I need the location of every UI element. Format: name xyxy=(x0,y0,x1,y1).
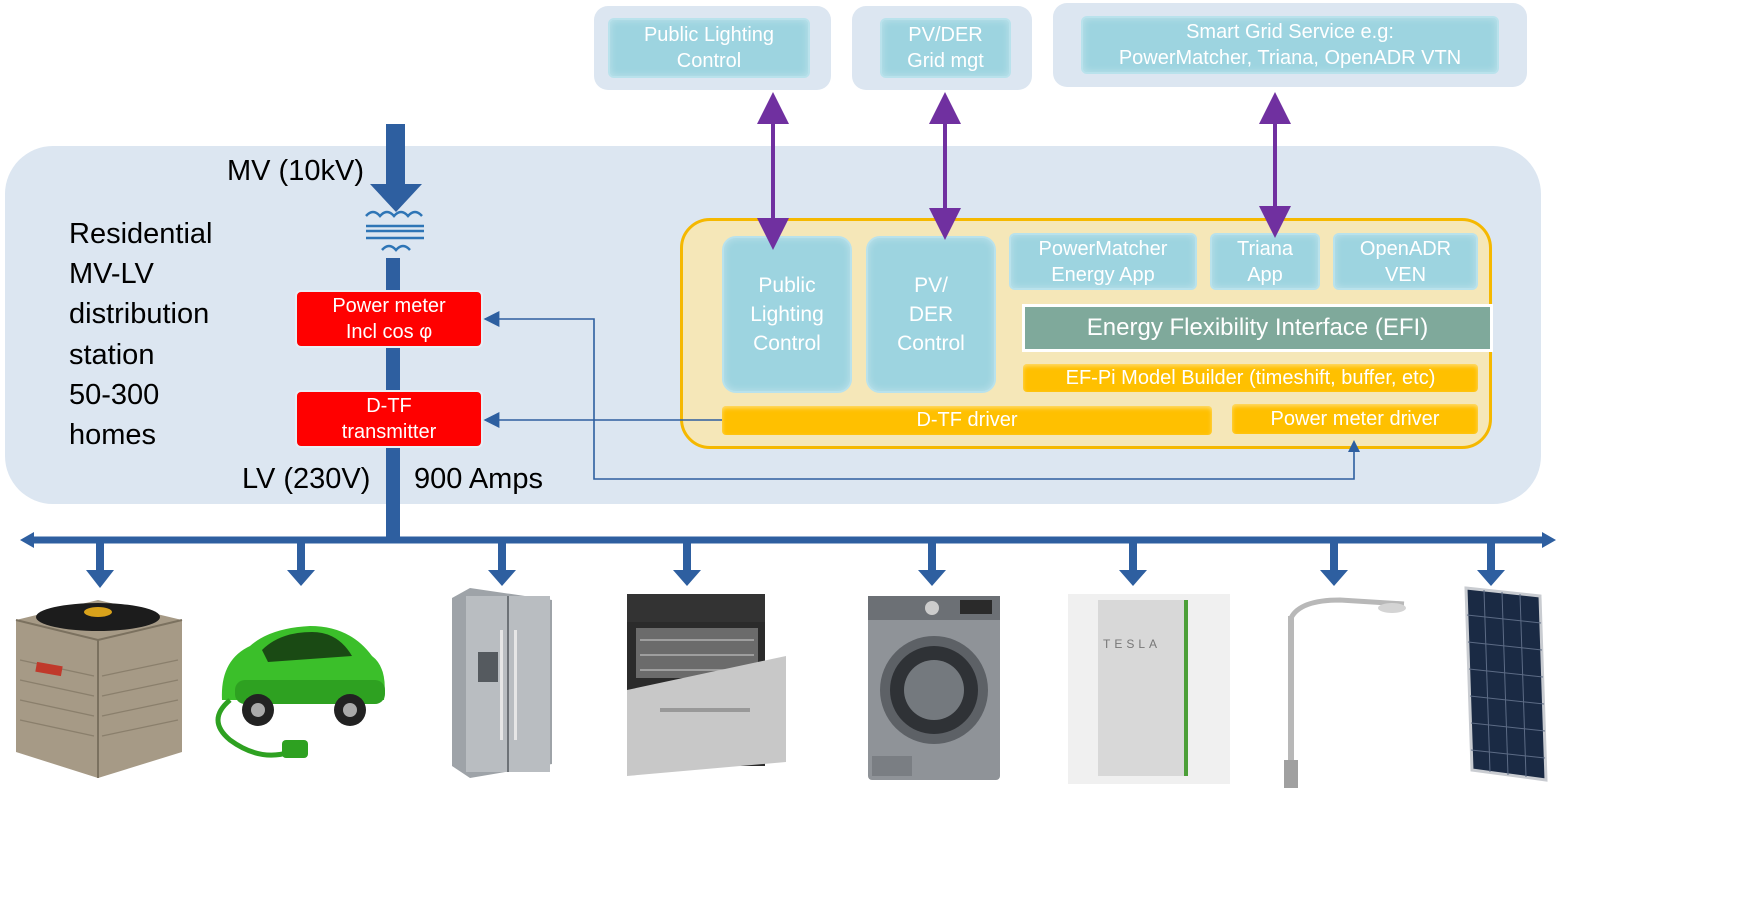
refrigerator-icon xyxy=(452,588,552,778)
home-battery-icon: TESLA xyxy=(1068,594,1230,784)
solar-panel-icon xyxy=(1464,586,1548,782)
washing-machine-icon xyxy=(868,596,1000,780)
transformer-icon xyxy=(365,210,424,252)
station-title: Residential MV-LV distribution station 5… xyxy=(69,218,213,452)
mv-incoming-arrow xyxy=(370,124,422,212)
air-conditioner-icon xyxy=(15,600,183,778)
ef-openadr-ven: OpenADR VEN xyxy=(1333,233,1478,290)
lv-label: LV (230V) xyxy=(242,463,371,495)
mv-label: MV (10kV) xyxy=(227,155,364,187)
electric-car-icon xyxy=(215,626,385,758)
dtf-transmitter-box: D-TF transmitter xyxy=(295,390,483,448)
street-light-icon xyxy=(1284,597,1406,788)
ef-powermatcher-app: PowerMatcher Energy App xyxy=(1009,233,1197,290)
service-pv-der-grid: PV/DER Grid mgt xyxy=(880,18,1011,78)
power-meter-box: Power meter Incl cos φ xyxy=(295,290,483,348)
service-public-lighting: Public Lighting Control xyxy=(608,18,810,78)
service-smart-grid: Smart Grid Service e.g: PowerMatcher, Tr… xyxy=(1081,16,1499,74)
dishwasher-icon xyxy=(627,594,786,776)
battery-brand-label: TESLA xyxy=(1103,637,1161,651)
